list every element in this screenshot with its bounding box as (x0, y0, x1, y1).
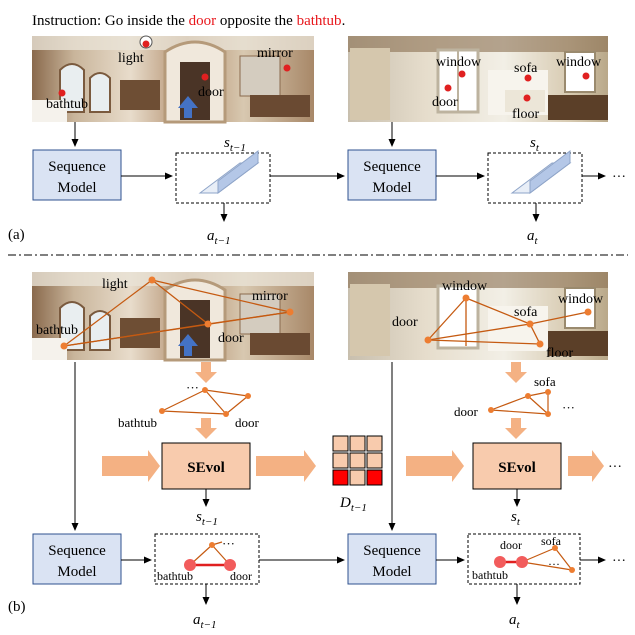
panel-b-image1-graph (63, 279, 291, 347)
blue-arrow-icon (178, 96, 198, 118)
orange-arrow-right (406, 450, 464, 482)
svg-text:Sequence: Sequence (363, 159, 421, 175)
label-light: light (118, 51, 144, 66)
svg-text:···: ··· (222, 536, 235, 551)
svg-text:floor: floor (546, 346, 574, 361)
panel-b-memory-1: ··· bathtub door (154, 533, 260, 585)
state-prev-label: st−1 (224, 135, 246, 154)
svg-text:···: ··· (548, 557, 560, 571)
svg-text:door: door (454, 404, 479, 419)
label-door: door (198, 85, 224, 100)
panel-b-graph-1: bathtub door ··· (118, 380, 260, 430)
panel-a-sequence-model-1: Sequence Model (32, 149, 122, 201)
svg-text:mirror: mirror (252, 289, 288, 304)
svg-text:Sequence: Sequence (48, 159, 106, 175)
svg-text:···: ··· (186, 380, 199, 395)
panel-b-sequence-model-2: Sequence Model (347, 533, 437, 585)
panel-b-label: (b) (8, 599, 26, 615)
panel-a-image-bathroom (32, 35, 314, 124)
panel-b-memory-2: door sofa ··· bathtub (467, 533, 581, 585)
orange-arrow-right (568, 450, 604, 482)
ellipsis-b: ··· (608, 460, 622, 475)
ellipsis-a: ··· (612, 170, 626, 185)
blue-arrow-icon (178, 334, 198, 356)
svg-text:door: door (392, 315, 418, 330)
svg-text:bathtub: bathtub (472, 568, 508, 582)
svg-text:bathtub: bathtub (157, 569, 193, 583)
panel-a-sequence-model-2: Sequence Model (347, 149, 437, 201)
action-prev-label: at−1 (207, 228, 230, 247)
svg-text:Model: Model (372, 180, 411, 196)
svg-text:Model: Model (372, 564, 411, 580)
svg-text:sofa: sofa (541, 534, 562, 548)
matrix-label: Dt−1 (339, 495, 367, 514)
svg-text:window: window (558, 292, 604, 307)
panel-b-image2-labels: window window sofa door floor (392, 279, 604, 361)
state-cur-label: st (530, 135, 540, 154)
panel-b-sevol-2: SEvol (472, 442, 562, 490)
orange-arrow-right (256, 450, 316, 482)
label-sofa: sofa (514, 61, 538, 76)
panel-b-sequence-model-1: Sequence Model (32, 533, 122, 585)
matrix-d (332, 435, 383, 486)
svg-text:SEvol: SEvol (498, 460, 536, 476)
panel-b-image1-nodes (60, 276, 294, 350)
svg-text:Sequence: Sequence (48, 543, 106, 559)
panel-b-image1-labels: light mirror bathtub door (36, 277, 288, 346)
action-prev-label-b: at−1 (193, 612, 216, 631)
label-door-2: door (432, 95, 458, 110)
panel-b-image2-nodes (424, 294, 592, 348)
instruction-text: Instruction: Go inside the door opposite… (32, 13, 345, 29)
panel-a-label: (a) (8, 227, 25, 243)
orange-arrow-down (505, 362, 527, 383)
panel-a-image1-annotations: light mirror bathtub door (46, 40, 293, 112)
svg-text:bathtub: bathtub (118, 415, 157, 430)
panel-b-graph-2: sofa door ··· (454, 374, 575, 419)
svg-text:door: door (235, 415, 260, 430)
panel-a-image2-annotations: window door sofa floor window (432, 55, 602, 122)
panel-b-sevol-1: SEvol (161, 442, 251, 490)
label-window-1: window (436, 55, 482, 70)
svg-text:sofa: sofa (534, 374, 556, 389)
label-bathtub: bathtub (46, 97, 88, 112)
panel-a-state-cur: st (487, 135, 583, 204)
svg-text:door: door (218, 331, 244, 346)
svg-text:door: door (230, 569, 252, 583)
ellipsis-b2: ··· (612, 554, 626, 569)
label-mirror: mirror (257, 46, 293, 61)
action-cur-label: at (527, 228, 539, 247)
orange-arrow-down (195, 362, 217, 383)
panel-a-image-livingroom (348, 36, 608, 122)
svg-text:Sequence: Sequence (363, 543, 421, 559)
svg-text:bathtub: bathtub (36, 323, 78, 338)
state-cur-label-b: st (511, 509, 521, 528)
svg-text:sofa: sofa (514, 305, 538, 320)
svg-text:door: door (500, 538, 522, 552)
panel-b-image2-graph (427, 297, 589, 346)
action-cur-label-b: at (509, 612, 521, 631)
panel-a-state-prev: st−1 (175, 135, 271, 204)
svg-text:window: window (442, 279, 488, 294)
label-window-2: window (556, 55, 602, 70)
svg-text:light: light (102, 277, 128, 292)
state-prev-label-b: st−1 (196, 509, 218, 528)
label-floor: floor (512, 107, 540, 122)
orange-arrow-right (102, 450, 160, 482)
svg-text:Model: Model (57, 180, 96, 196)
svg-text:SEvol: SEvol (187, 460, 225, 476)
svg-text:Model: Model (57, 564, 96, 580)
svg-text:···: ··· (562, 400, 575, 415)
